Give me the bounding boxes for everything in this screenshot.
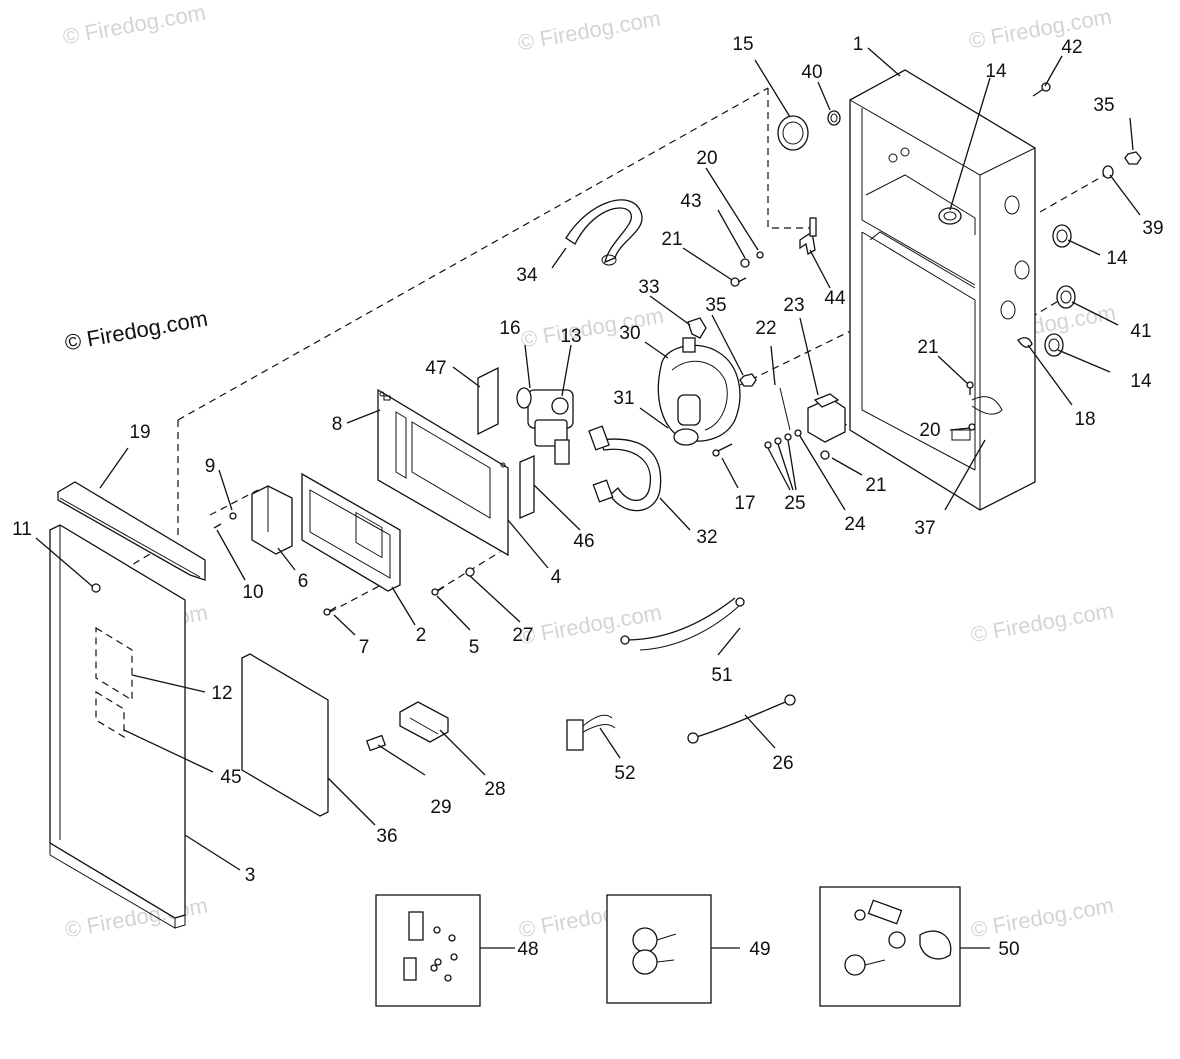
callout-4: 4 [551,567,562,588]
callout-14a: 14 [985,61,1007,82]
label-46 [519,455,535,519]
callout-44: 44 [824,288,846,309]
panel-8 [377,388,509,557]
callout-20a: 20 [696,148,717,169]
callout-49: 49 [749,939,770,960]
callout-25: 25 [784,493,805,514]
callout-27: 27 [512,625,533,646]
regulator-30 [657,337,741,446]
callout-35a: 35 [705,295,726,316]
callout-12: 12 [211,683,232,704]
cable-26 [687,694,796,744]
callout-50: 50 [998,939,1019,960]
callout-23: 23 [783,295,804,316]
screw-10 [213,523,222,529]
callout-1: 1 [853,34,864,55]
callout-10: 10 [242,582,263,603]
callout-3: 3 [245,865,256,886]
connector-28 [399,701,449,743]
callout-40: 40 [801,62,822,83]
leader-lines [35,47,1141,949]
callout-26: 26 [772,753,793,774]
callout-18: 18 [1074,409,1095,430]
callout-31: 31 [613,388,634,409]
callout-35b: 35 [1093,95,1114,116]
harness-52 [566,714,616,751]
callout-21a: 21 [661,229,682,250]
kit-box-49 [606,894,712,1004]
callout-24: 24 [844,514,866,535]
kit-box-48 [375,894,481,1007]
connector-29 [365,734,387,752]
callout-30: 30 [619,323,640,344]
callout-6: 6 [298,571,309,592]
hose-34 [565,199,643,266]
callout-52: 52 [614,763,635,784]
hose-32 [588,425,662,512]
callout-41: 41 [1130,321,1151,342]
callout-2: 2 [416,625,427,646]
callout-51: 51 [711,665,732,686]
callout-5: 5 [469,637,480,658]
callout-45: 45 [220,767,241,788]
callout-33: 33 [638,277,659,298]
callout-13: 13 [560,326,581,347]
fasteners-43-20-21 [730,251,764,287]
callout-37: 37 [914,518,935,539]
nut-27 [465,567,475,577]
kit-box-50 [819,886,961,1007]
callout-48: 48 [517,939,538,960]
screw-5 [431,586,445,596]
gas-valve-13 [516,387,574,465]
bushing-upper [938,207,962,225]
callout-21b: 21 [917,337,938,358]
callout-14b: 14 [1106,248,1128,269]
screw-7 [323,606,337,616]
grommet-40 [827,110,841,126]
screw-9 [229,512,237,520]
screws-cabinet [966,381,1003,431]
door-trim-19 [57,481,206,581]
callout-47: 47 [425,358,446,379]
elbow-33 [687,317,707,339]
callout-34: 34 [516,265,538,286]
callout-17: 17 [734,493,755,514]
grommet-15 [777,115,809,151]
callout-labels: 1 2 3 4 5 6 7 8 9 10 11 12 13 14 14 14 1… [12,34,1163,960]
callout-39: 39 [1142,218,1163,239]
callout-29: 29 [430,797,451,818]
control-board-2 [301,472,401,592]
bracket-44 [799,217,817,256]
callout-46: 46 [573,531,594,552]
callout-21c: 21 [865,475,886,496]
sheet-36 [241,653,329,817]
callout-7: 7 [359,637,370,658]
callout-36: 36 [376,826,397,847]
callout-19: 19 [129,422,150,443]
label-47 [477,366,499,436]
callout-28: 28 [484,779,505,800]
callout-32: 32 [696,527,717,548]
nut-35 [1124,151,1142,165]
bushings-right [1044,224,1076,357]
callout-8: 8 [332,414,343,435]
callout-11: 11 [12,519,32,540]
harness-51 [620,597,745,651]
pressure-switch-23 [764,387,846,460]
screw-17 [712,443,733,457]
callout-43: 43 [680,191,701,212]
callout-42: 42 [1061,37,1082,58]
callout-20b: 20 [919,420,940,441]
breaker-6 [251,485,293,555]
callout-9: 9 [205,456,216,477]
door-3 [49,524,186,929]
callout-16: 16 [499,318,520,339]
nut-35-regulator [739,373,757,387]
cabinet-enclosure [849,69,1036,511]
callout-22: 22 [755,318,776,339]
callout-15: 15 [732,34,753,55]
screw-42 [1032,82,1051,97]
callout-14c: 14 [1130,371,1152,392]
